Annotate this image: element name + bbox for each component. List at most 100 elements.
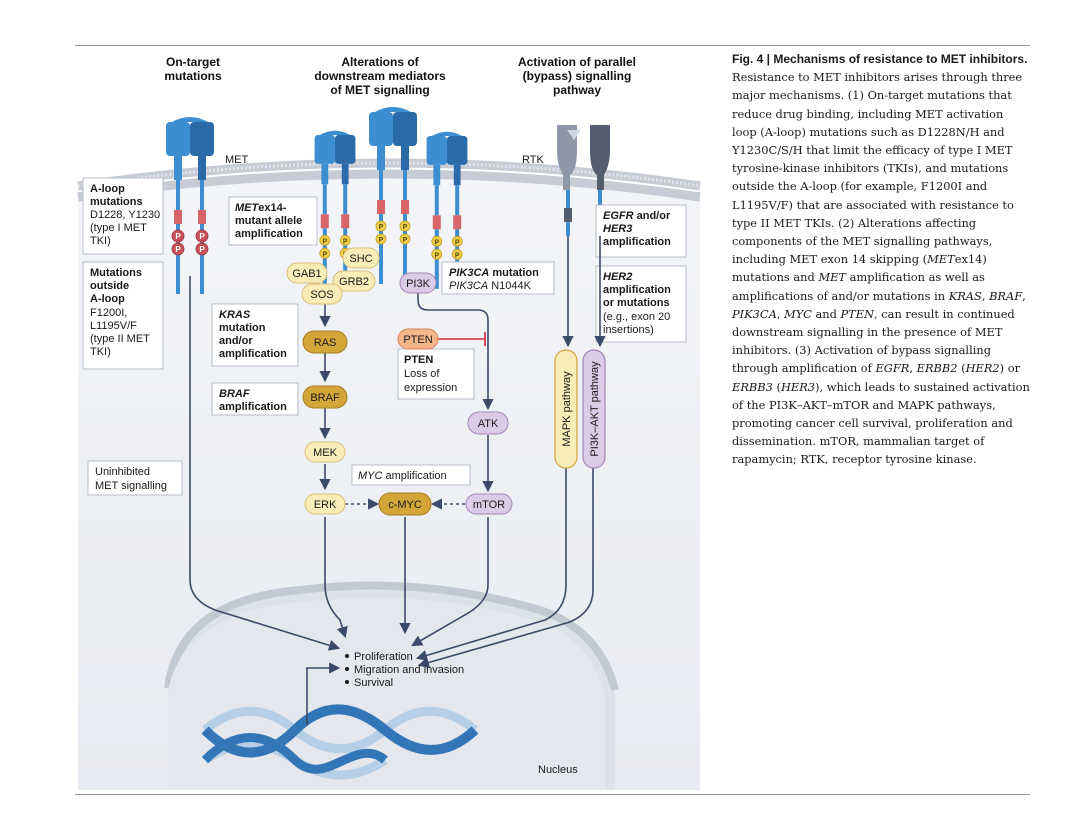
caption-segment: , bbox=[776, 306, 785, 321]
braf-title: BRAF bbox=[219, 388, 250, 400]
pten-box-line1: Loss of bbox=[404, 368, 440, 380]
top-rule bbox=[75, 45, 1030, 46]
node-grb2-label: GRB2 bbox=[339, 276, 369, 288]
outside-body-2: L1195V/F bbox=[90, 320, 137, 332]
node-atk-label: ATK bbox=[478, 418, 499, 430]
dna-helix-icon bbox=[201, 704, 479, 780]
phospho-label: P bbox=[199, 245, 205, 254]
her2-line1: amplification bbox=[603, 284, 671, 296]
phospho-label: P bbox=[199, 232, 205, 241]
outcome-migration: Migration and invasion bbox=[354, 664, 464, 676]
caption-segment: , can result in continued downstream sig… bbox=[732, 306, 1015, 376]
caption-segment: PTEN bbox=[840, 306, 875, 321]
metex14-line1: mutant allele bbox=[235, 215, 302, 227]
node-braf: BRAF bbox=[302, 385, 348, 409]
outside-title-2: outside bbox=[90, 280, 129, 292]
node-mtor: mTOR bbox=[465, 493, 513, 515]
aloop-mutations-box: A-loop mutations D1228, Y1230 (type I ME… bbox=[82, 177, 164, 255]
metex14-line2: amplification bbox=[235, 228, 303, 240]
caption-segment: ERBB2 bbox=[916, 361, 958, 376]
her2-title: HER2 bbox=[603, 271, 632, 283]
header-on-target-line1: On-target bbox=[166, 55, 220, 69]
egfr-box: EGFR and/or HER3 amplification bbox=[595, 204, 687, 258]
aloop-body-2: (type I MET bbox=[90, 222, 147, 234]
egfr-line2: HER3 bbox=[603, 223, 632, 235]
pik3ca-title-italic: PIK3CA bbox=[449, 267, 489, 279]
caption-segment: ) or bbox=[999, 361, 1021, 376]
node-pten: PTEN bbox=[397, 328, 439, 350]
aloop-title-1: A-loop bbox=[90, 183, 125, 195]
metex14-box: METex14- mutant allele amplification bbox=[228, 196, 318, 246]
node-ras: RAS bbox=[302, 330, 348, 354]
egfr-line1: EGFR and/or bbox=[603, 210, 671, 222]
metex14-rest: ex14- bbox=[258, 202, 286, 214]
caption-segment: ERBB3 bbox=[732, 379, 773, 394]
outcome-bullet-3 bbox=[345, 680, 349, 684]
node-mek: MEK bbox=[304, 441, 346, 463]
kras-line1: mutation bbox=[219, 322, 266, 334]
caption-segment: Resistance to MET inhibitors arises thro… bbox=[732, 70, 1023, 267]
outside-body-4: TKI) bbox=[90, 346, 111, 358]
pathway-arrows bbox=[189, 236, 606, 725]
rtk-receptor-label: RTK bbox=[522, 154, 544, 166]
pik3ca-body: PIK3CA N1044K bbox=[449, 280, 532, 292]
outcome-bullet-2 bbox=[345, 667, 349, 671]
pten-box-title: PTEN bbox=[404, 354, 433, 366]
uninhibited-line1: Uninhibited bbox=[95, 466, 150, 478]
caption-segment: MYC bbox=[784, 306, 812, 321]
phospho-label: P bbox=[343, 238, 348, 245]
phospho-label: P bbox=[175, 245, 181, 254]
pik3ca-title: PIK3CA mutation bbox=[449, 267, 539, 279]
metex14-italic: MET bbox=[235, 202, 260, 214]
header-bypass-line3: pathway bbox=[553, 83, 601, 97]
myc-box-text: MYC amplification bbox=[358, 470, 447, 482]
aloop-body-3: TKI) bbox=[90, 235, 111, 247]
myc-rest: amplification bbox=[382, 470, 446, 482]
braf-box: BRAF amplification bbox=[211, 382, 299, 416]
arrow-met-to-nucleus bbox=[189, 276, 341, 651]
phospho-label: P bbox=[175, 232, 181, 241]
metex14-title: METex14- bbox=[235, 202, 287, 214]
arrow-mtor-nucleus bbox=[411, 517, 489, 647]
node-grb2: GRB2 bbox=[332, 270, 376, 292]
pik3ca-box: PIK3CA mutation PIK3CA N1044K bbox=[441, 261, 555, 295]
phospho-label: P bbox=[403, 237, 408, 244]
uninhibited-box: Uninhibited MET signalling bbox=[87, 460, 183, 496]
node-gab1: GAB1 bbox=[286, 262, 328, 284]
caption-segment: PIK3CA bbox=[732, 306, 777, 321]
node-atk: ATK bbox=[467, 411, 509, 435]
outside-body-1: F1200I, bbox=[90, 307, 127, 319]
arrow-erk-nucleus bbox=[324, 517, 348, 639]
pi3k-akt-pathway-pill: PI3K–AKT pathway bbox=[582, 349, 606, 469]
phospho-label: P bbox=[434, 239, 439, 246]
caption-segment: HER2 bbox=[965, 361, 1000, 376]
phospho-label: P bbox=[379, 224, 384, 231]
caption-segment: MET bbox=[818, 270, 847, 285]
outcome-survival: Survival bbox=[354, 677, 393, 689]
header-on-target-line2: mutations bbox=[164, 69, 222, 83]
outside-title-3: A-loop bbox=[90, 293, 125, 305]
node-shc: SHC bbox=[342, 247, 380, 269]
phospho-label: P bbox=[455, 239, 460, 246]
myc-italic: MYC bbox=[358, 470, 383, 482]
outside-title-1: Mutations bbox=[90, 267, 142, 279]
header-bypass: Activation of parallel (bypass) signalli… bbox=[518, 55, 636, 97]
nucleus-label: Nucleus bbox=[538, 764, 578, 776]
outcome-bullet-1 bbox=[345, 654, 349, 658]
caption-segment: BRAF bbox=[989, 288, 1023, 303]
caption-segment: EGFR bbox=[875, 361, 910, 376]
node-mek-label: MEK bbox=[313, 447, 338, 459]
figure-caption: Fig. 4 | Mechanisms of resistance to MET… bbox=[732, 50, 1030, 469]
node-gab1-label: GAB1 bbox=[292, 268, 321, 280]
pik3ca-body-italic: PIK3CA bbox=[449, 280, 488, 292]
kras-title: KRAS bbox=[219, 309, 251, 321]
pten-inhibition bbox=[436, 332, 486, 346]
node-pi3k-label: PI3K bbox=[406, 278, 431, 290]
bottom-rule bbox=[75, 794, 1030, 795]
caption-segment: KRAS bbox=[948, 288, 982, 303]
caption-segment: MET bbox=[927, 252, 955, 267]
resistance-mechanism-diagram: Nucleus On-target mutations Alterations … bbox=[77, 55, 701, 790]
